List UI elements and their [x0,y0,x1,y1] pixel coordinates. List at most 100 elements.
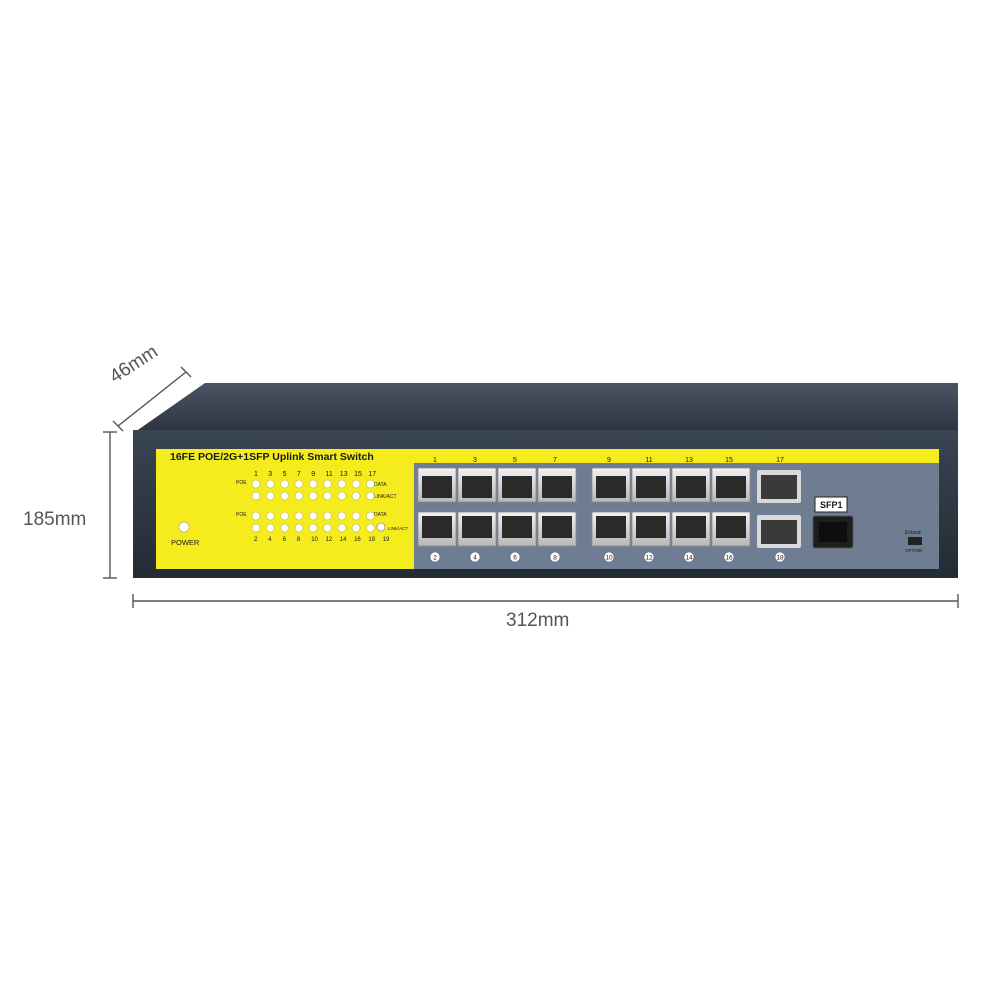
status-led [251,479,261,489]
height-dimension-label: 185mm [23,509,87,530]
rj45-socket [502,476,532,498]
status-led [294,491,304,501]
rj45-socket [542,516,572,538]
option-label: OPTION [905,548,922,553]
port-number-bottom: 14 [685,555,693,562]
status-led [265,511,275,521]
status-led [265,479,275,489]
port-number-top: 15 [725,457,733,464]
status-led [280,491,290,501]
status-led [251,523,261,533]
led-number-bottom: 12 [326,537,333,543]
led-number-top: 15 [354,471,362,478]
status-led [323,491,332,501]
status-led [351,523,361,533]
led-number-bottom: 16 [354,537,361,543]
status-led [280,479,290,489]
led-row-label-poe-top: POE [236,480,247,486]
power-led [178,521,190,533]
led-number-top: 1 [254,471,258,478]
rj45-socket [676,476,706,498]
led-number-top: 9 [311,471,315,478]
status-led [323,479,332,489]
status-led [251,511,261,521]
rj45-socket [502,516,532,538]
led-number-top: 5 [283,471,287,478]
status-led [365,479,375,489]
option-toggle[interactable] [908,537,922,545]
status-led [365,511,375,521]
rj45-socket [422,516,452,538]
status-led [294,511,304,521]
led-number-bottom: 2 [254,537,258,543]
port-number-badge [469,551,481,563]
port-number-bottom: 12 [645,555,653,562]
led-label-data-top: DATA [374,482,387,488]
status-led [308,491,318,501]
status-led [294,479,304,489]
port-number-badge [509,551,521,563]
led-number-top: 7 [297,471,301,478]
rj45-socket [542,476,572,498]
rj45-socket [596,476,626,498]
led-label-link-bottom: LINK/ACT [388,526,409,531]
model-title: 16FE POE/2G+1SFP Uplink Smart Switch [170,451,374,463]
rj45-socket [596,516,626,538]
port-number-bottom: 2 [433,555,437,562]
status-led [280,523,290,533]
extend-label: Extand [905,530,921,536]
status-led [280,511,290,521]
port-number-badge [429,551,441,563]
led-label-link-top: LINK/ACT [374,494,397,500]
port-number-top: 11 [645,457,652,464]
uplink-port-18-socket [761,520,797,544]
led-number-bottom: 14 [340,537,347,543]
led-number-bottom: 18 [368,537,375,543]
led-number-bottom: 19 [383,537,390,543]
led-label-data-bottom: DATA [374,512,387,518]
port-number-top: 7 [553,457,557,464]
port-number-top: 13 [685,457,693,464]
led-number-top: 17 [368,471,376,478]
sfp-label: SFP1 [820,500,843,510]
port-number-bottom: 6 [513,555,517,562]
port-number-top: 9 [607,457,611,464]
status-led [251,491,261,501]
led-number-bottom: 4 [268,537,272,543]
led-number-top: 3 [268,471,272,478]
status-led [294,523,304,533]
port-number-bottom: 4 [473,555,477,562]
led-number-top: 13 [340,471,348,478]
led-number-bottom: 6 [283,537,287,543]
port-number-badge [603,551,615,563]
port-number-badge [549,551,561,563]
status-led [265,491,275,501]
port-number-top: 5 [513,457,517,464]
uplink-port-17-socket [761,475,797,499]
status-led [337,491,347,501]
led-number-bottom: 8 [297,537,301,543]
port-number-top: 1 [433,457,437,464]
status-led [323,523,332,533]
port-number-bottom: 18 [776,555,784,562]
led-number-top: 11 [326,471,333,478]
sfp-label-box [814,496,848,513]
rj45-socket [462,516,492,538]
status-led-19 [376,522,386,532]
status-led [265,523,275,533]
rj45-socket [636,476,666,498]
status-led [365,523,375,533]
power-label: POWER [171,538,200,547]
port-number-badge [643,551,655,563]
status-led [337,511,347,521]
status-led [365,491,375,501]
width-dimension-label: 312mm [506,610,570,631]
status-led [308,523,318,533]
status-led [337,523,347,533]
rj45-socket [716,516,746,538]
status-led [351,491,361,501]
port-number-bottom: 16 [725,555,733,562]
status-led [323,511,332,521]
